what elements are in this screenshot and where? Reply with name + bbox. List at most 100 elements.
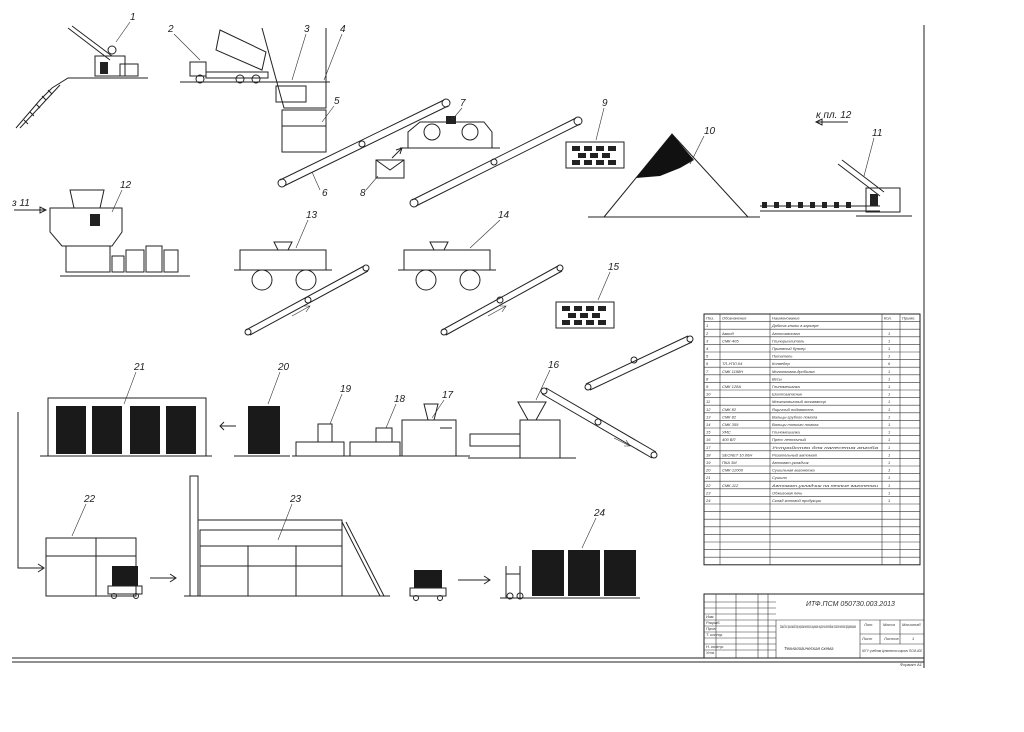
table-cell-pos: 24	[705, 498, 711, 503]
table-cell-name: Вальцы грубого помола	[772, 414, 818, 419]
tb-role-3: Т. контр.	[706, 632, 723, 637]
table-cell-code: УМС	[722, 430, 731, 435]
position-label-21: 21	[133, 362, 145, 373]
kiln-car-stacker-22	[45, 537, 177, 599]
table-cell-qty: 1	[888, 384, 890, 389]
tb-role-1: Разраб.	[706, 620, 720, 625]
table-cell-name: Многоковшовый экскаватор	[772, 399, 827, 404]
table-cell-name: Шихтозапасник	[772, 392, 803, 397]
table-cell-pos: 1	[706, 323, 708, 328]
table-cell-pos: 19	[706, 460, 711, 465]
clay-mixer-15	[555, 301, 615, 329]
table-cell-pos: 12	[706, 407, 711, 412]
table-cell-qty: 1	[888, 338, 890, 343]
table-cell-code: СМК 82	[722, 407, 737, 412]
tb-role-2: Пров.	[706, 626, 717, 631]
storage-pile-10	[588, 133, 760, 218]
table-cell-qty: 1	[888, 475, 890, 480]
table-cell-name: Ящичный подаватель	[771, 407, 814, 412]
table-cell-qty: 1	[888, 490, 890, 495]
position-label-18: 18	[394, 394, 406, 405]
conveyor-after-14	[440, 264, 564, 336]
table-cell-code: СМК 128А	[722, 384, 741, 389]
tb-format: Формат А1	[900, 662, 922, 667]
conveyor-after-13	[244, 264, 370, 336]
table-cell-pos: 4	[706, 346, 709, 351]
table-cell-name: Глинорыхлитель	[772, 338, 804, 343]
tb-role-5: Утв.	[706, 650, 715, 655]
table-cell-qty: 1	[888, 468, 890, 473]
table-cell-code: СМК 359	[722, 422, 739, 427]
fine-rollers-14	[398, 241, 496, 291]
table-cell-qty: 1	[888, 331, 890, 336]
table-cell-pos: 17	[706, 445, 711, 450]
table-cell-name: Сушило	[772, 475, 788, 480]
position-label-6: 6	[322, 188, 328, 199]
table-cell-qty: 1	[888, 437, 890, 442]
position-label-14: 14	[498, 210, 510, 221]
position-label-5: 5	[334, 96, 340, 107]
dryer-car-20	[219, 406, 290, 457]
table-cell-pos: 14	[706, 422, 711, 427]
quarry-excavator-1	[15, 25, 148, 129]
position-label-11: 11	[872, 128, 882, 139]
table-cell-qty: 1	[888, 430, 890, 435]
table-frame	[703, 313, 921, 566]
table-cell-code: СМК-12000	[722, 468, 744, 473]
table-cell-qty: 1	[888, 452, 890, 457]
table-cell-qty: 1	[888, 498, 890, 503]
table-cell-pos: 3	[706, 338, 709, 343]
box-feeder-12: з 11	[11, 189, 190, 277]
table-cell-code: 400 ВП	[722, 437, 735, 442]
table-header-1: Обозначение	[722, 316, 747, 321]
position-label-10: 10	[704, 126, 716, 137]
position-label-16: 16	[548, 360, 560, 371]
dryer-21	[17, 397, 212, 573]
table-header-2: Наименование	[772, 316, 800, 321]
table-cell-name: Глиномешалка	[772, 430, 801, 435]
clay-mixer-9	[565, 141, 625, 169]
table-cell-name: Весы	[772, 376, 782, 381]
table-cell-name: Молотковая-дробилка	[772, 369, 815, 374]
position-label-9: 9	[602, 98, 608, 109]
position-label-20: 20	[277, 362, 290, 373]
table-cell-name: Добыча глины в карьере	[771, 323, 819, 328]
table-cell-qty: 1	[888, 346, 890, 351]
table-cell-name: Конвейер	[772, 361, 790, 366]
position-label-23: 23	[289, 494, 302, 505]
position-label-19: 19	[340, 384, 352, 395]
tb-sheets-count: 1	[912, 636, 914, 641]
table-cell-pos: 11	[706, 399, 710, 404]
table-cell-qty: 1	[888, 392, 890, 397]
table-cell-name: Склад готовой продукции	[772, 498, 822, 503]
table-cell-pos: 10	[706, 392, 711, 397]
tb-doc-code: ИТФ.ПСМ 050730.003.2013	[806, 601, 895, 608]
from-sheet-label-top: к пл. 12	[816, 110, 852, 121]
cutting-machine-18	[346, 427, 470, 457]
table-cell-pos: 7	[706, 369, 709, 374]
table-cell-name: Приемный бункер	[772, 346, 806, 351]
belt-press-16	[468, 387, 658, 459]
tb-col-1: Масса	[883, 622, 896, 627]
fired-product-cart	[409, 570, 491, 601]
position-label-8: 8	[360, 188, 366, 199]
tb-col-2: Масштаб	[902, 622, 921, 627]
position-label-24: 24	[593, 508, 606, 519]
position-label-1: 1	[130, 12, 136, 23]
table-cell-pos: 13	[706, 414, 711, 419]
table-cell-qty: 1	[888, 422, 890, 427]
tb-col-0: Лит.	[863, 622, 873, 627]
engobe-unit-17	[401, 403, 457, 457]
position-label-15: 15	[608, 262, 620, 273]
table-cell-pos: 8	[706, 376, 709, 381]
conveyor-to-press	[584, 335, 694, 391]
tb-sheet-label: Лист	[861, 636, 873, 641]
table-cell-code: ПКА 3М	[722, 460, 737, 465]
title-block: Изм. Разраб. Пров. Т. контр. Н. контр. У…	[703, 593, 925, 667]
table-cell-pos: 2	[705, 331, 709, 336]
coarse-rollers-13	[234, 241, 332, 291]
tb-sheet-name: Технологическая схема	[784, 646, 834, 651]
position-label-7: 7	[460, 98, 466, 109]
